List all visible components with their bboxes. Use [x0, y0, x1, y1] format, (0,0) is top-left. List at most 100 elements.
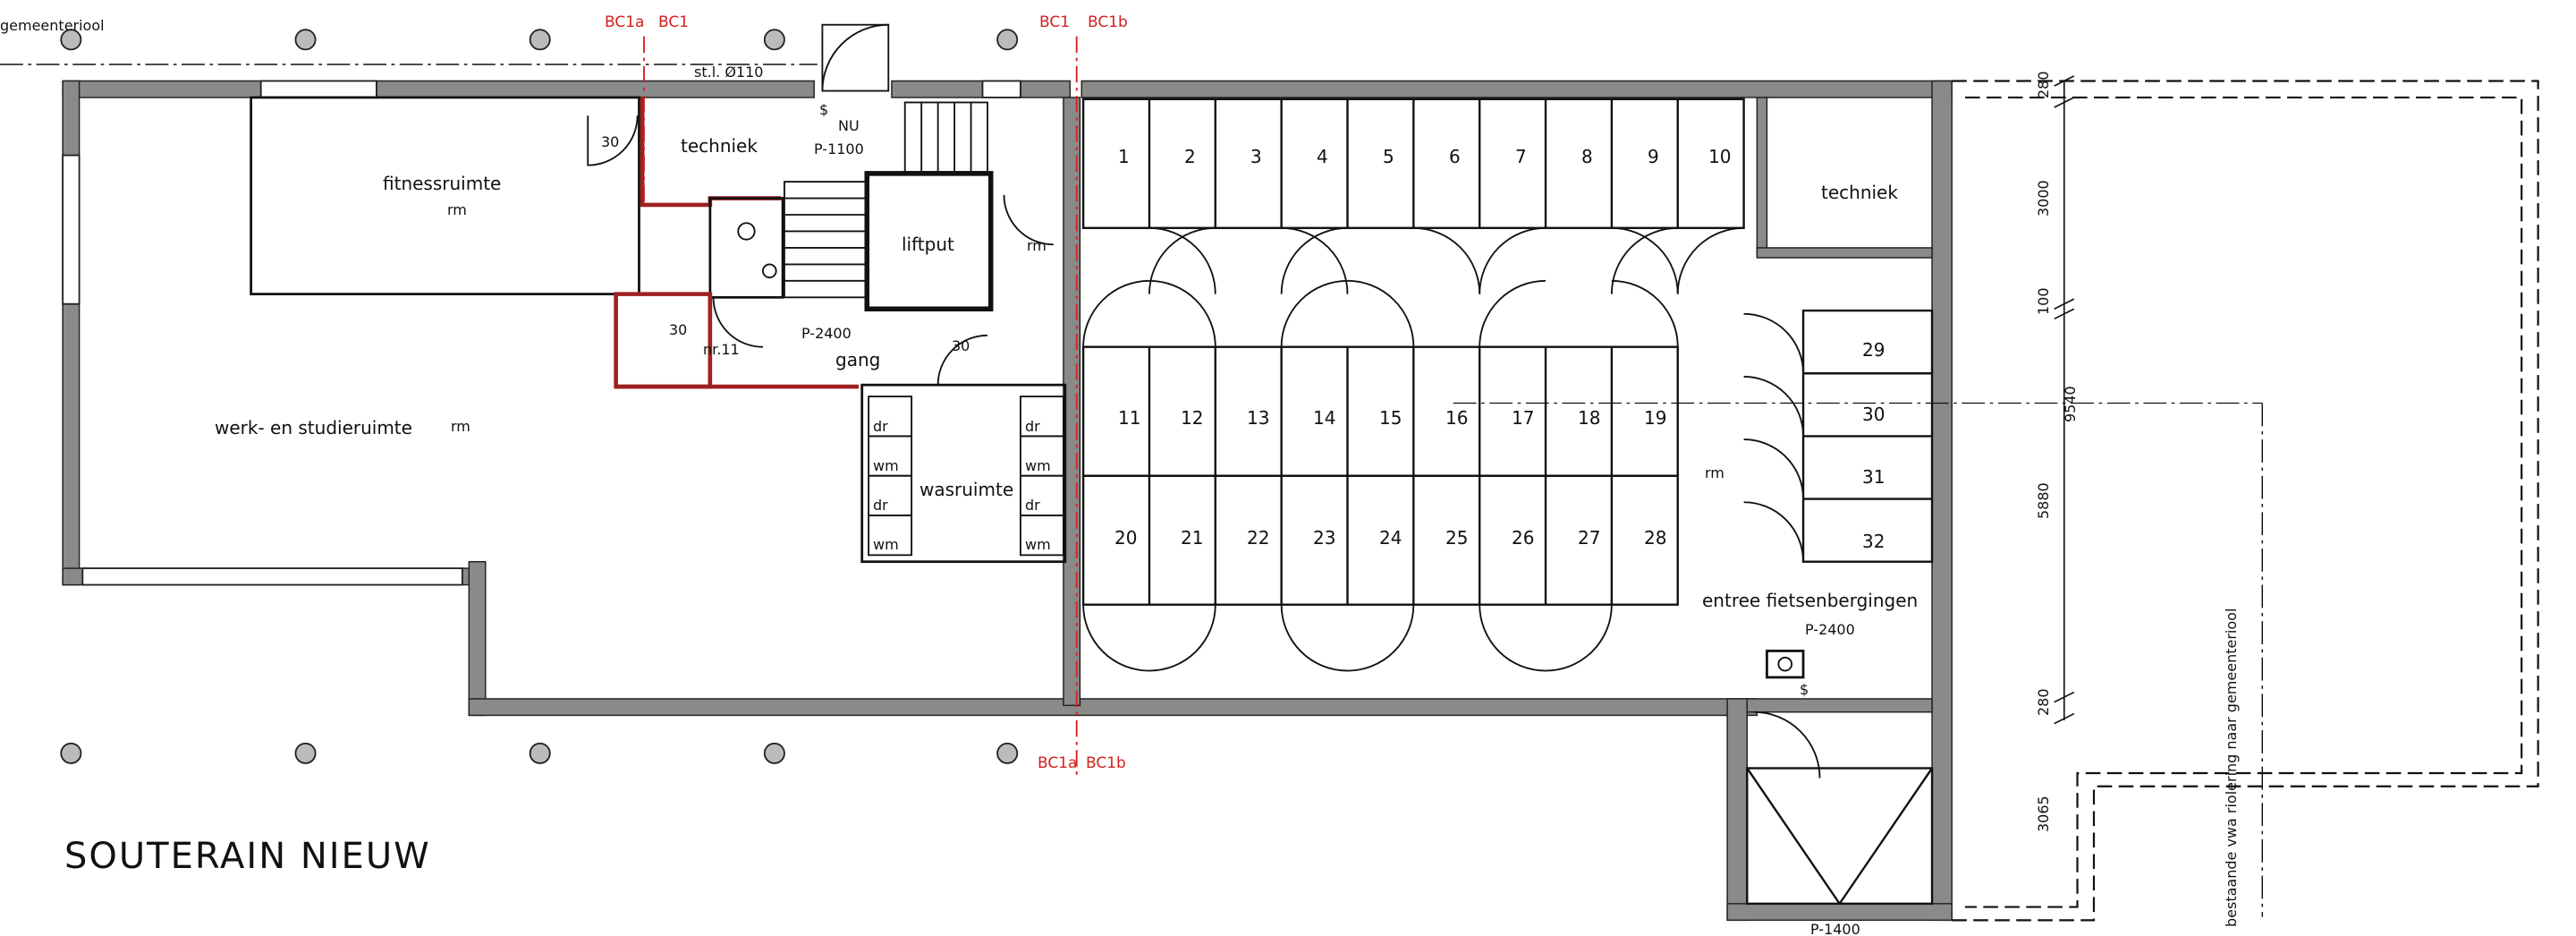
tag-door-30c: 30: [952, 337, 970, 354]
label-werkruimte: werk- en studieruimte: [215, 417, 412, 438]
storage-number: 32: [1862, 531, 1885, 552]
storage-number: 10: [1708, 146, 1731, 167]
appliance-label: wm: [1025, 536, 1051, 553]
fitness-room: [250, 96, 640, 296]
washer-column-left: [868, 396, 913, 557]
tag-nr11: nr.11: [703, 341, 740, 358]
appliance-label: dr: [1025, 497, 1040, 514]
storage-number: 21: [1181, 527, 1203, 549]
storage-number: 8: [1581, 146, 1593, 167]
storage-number: 11: [1118, 407, 1140, 429]
storage-number: 30: [1862, 404, 1885, 425]
storage-number: 23: [1313, 527, 1335, 549]
appliance-label: wm: [1025, 457, 1051, 474]
dimension-value: 280: [2035, 688, 2052, 716]
sink-icon: [762, 263, 777, 279]
grid-label-top-c: BC1: [1039, 13, 1070, 31]
grid-label-top-d: BC1b: [1088, 13, 1128, 31]
storage-number: 25: [1445, 527, 1468, 549]
stairs: [784, 101, 988, 299]
level-p1100: P-1100: [814, 140, 864, 157]
tag-dollar-1: $: [819, 101, 828, 118]
storage-number: 31: [1862, 466, 1885, 488]
toilet-room: [708, 197, 784, 299]
grid-label-top-b: BC1: [658, 13, 689, 31]
door-swings: [587, 23, 1821, 779]
walls: [62, 80, 1953, 922]
grid-label-bot-a: BC1a: [1038, 754, 1077, 772]
label-liftput: liftput: [902, 234, 954, 255]
grid-label-bot-b: BC1b: [1086, 754, 1126, 772]
dimension-value: 280: [2035, 71, 2052, 98]
label-wasruimte: wasruimte: [919, 479, 1013, 500]
storage-number: 4: [1317, 146, 1328, 167]
dimension-line: [2054, 75, 2075, 725]
storage-number: 9: [1648, 146, 1659, 167]
storage-number: 1: [1118, 146, 1130, 167]
tag-rm-1: rm: [447, 201, 467, 218]
tag-door-30b: 30: [669, 321, 687, 338]
liftput-shaft: [864, 171, 994, 312]
storage-number: 7: [1515, 146, 1527, 167]
drain-pit: [1766, 650, 1805, 679]
appliance-label: wm: [873, 457, 899, 474]
storage-number: 6: [1449, 146, 1461, 167]
storage-number: 18: [1578, 407, 1600, 429]
dimension-value: 9540: [2062, 386, 2079, 422]
tag-dollar-2: $: [1800, 681, 1809, 698]
storage-number: 2: [1184, 146, 1196, 167]
storage-number: 17: [1512, 407, 1534, 429]
dimension-value: 5880: [2035, 482, 2052, 519]
toilet-icon: [737, 222, 756, 241]
storage-number: 22: [1247, 527, 1269, 549]
dimension-value: 3000: [2035, 180, 2052, 217]
storage-number: 14: [1313, 407, 1335, 429]
tag-rm-4: rm: [1705, 464, 1724, 481]
dimension-value: 100: [2035, 287, 2052, 315]
storage-number: 28: [1644, 527, 1666, 549]
sewer-label-top: gemeenteriool: [0, 17, 105, 34]
windows: [62, 80, 1021, 586]
column-row-top: [60, 29, 1019, 51]
drawing-title: SOUTERAIN NIEUW: [64, 836, 431, 877]
storage-number: 24: [1379, 527, 1402, 549]
label-entree: entree fietsenbergingen: [1702, 590, 1918, 611]
level-p1400: P-1400: [1810, 921, 1860, 936]
storage-number: 26: [1512, 527, 1534, 549]
storage-number: 13: [1247, 407, 1269, 429]
drain-icon: [1777, 656, 1793, 672]
storage-number: 5: [1383, 146, 1394, 167]
sewer-note: bestaande vwa riolering naar gemeenterio…: [2223, 608, 2240, 927]
grid-lines-red: [643, 36, 1078, 777]
storage-number: 12: [1181, 407, 1203, 429]
appliance-label: dr: [1025, 418, 1040, 435]
level-p2400-gang: P-2400: [801, 325, 852, 342]
washer-column-right: [1020, 396, 1064, 557]
appliance-label: dr: [873, 418, 888, 435]
level-p2400-entree: P-2400: [1805, 621, 1855, 638]
column-row-bottom: [60, 742, 1019, 764]
storage-number: 29: [1862, 339, 1885, 361]
storage-number: 3: [1250, 146, 1262, 167]
dimension-value: 3065: [2035, 796, 2052, 832]
bike-storage-grid: [1081, 98, 1934, 606]
tag-stl: st.l. Ø110: [694, 64, 763, 81]
tag-rm-3: rm: [1027, 237, 1046, 254]
label-techniek-right: techniek: [1821, 182, 1898, 203]
label-techniek-left: techniek: [681, 135, 758, 157]
tag-nu: NU: [838, 117, 860, 134]
storage-number: 16: [1445, 407, 1468, 429]
tag-rm-2: rm: [451, 418, 470, 435]
nr11-storage: [614, 292, 713, 389]
appliance-label: wm: [873, 536, 899, 553]
grid-label-top-a: BC1a: [605, 13, 644, 31]
storage-number: 15: [1379, 407, 1402, 429]
tag-door-30a: 30: [601, 133, 619, 150]
appliance-label: dr: [873, 497, 888, 514]
storage-number: 27: [1578, 527, 1600, 549]
label-gang: gang: [835, 349, 880, 370]
ramp: [1746, 767, 1934, 906]
storage-number: 20: [1114, 527, 1137, 549]
label-fitnessruimte: fitnessruimte: [383, 173, 501, 194]
